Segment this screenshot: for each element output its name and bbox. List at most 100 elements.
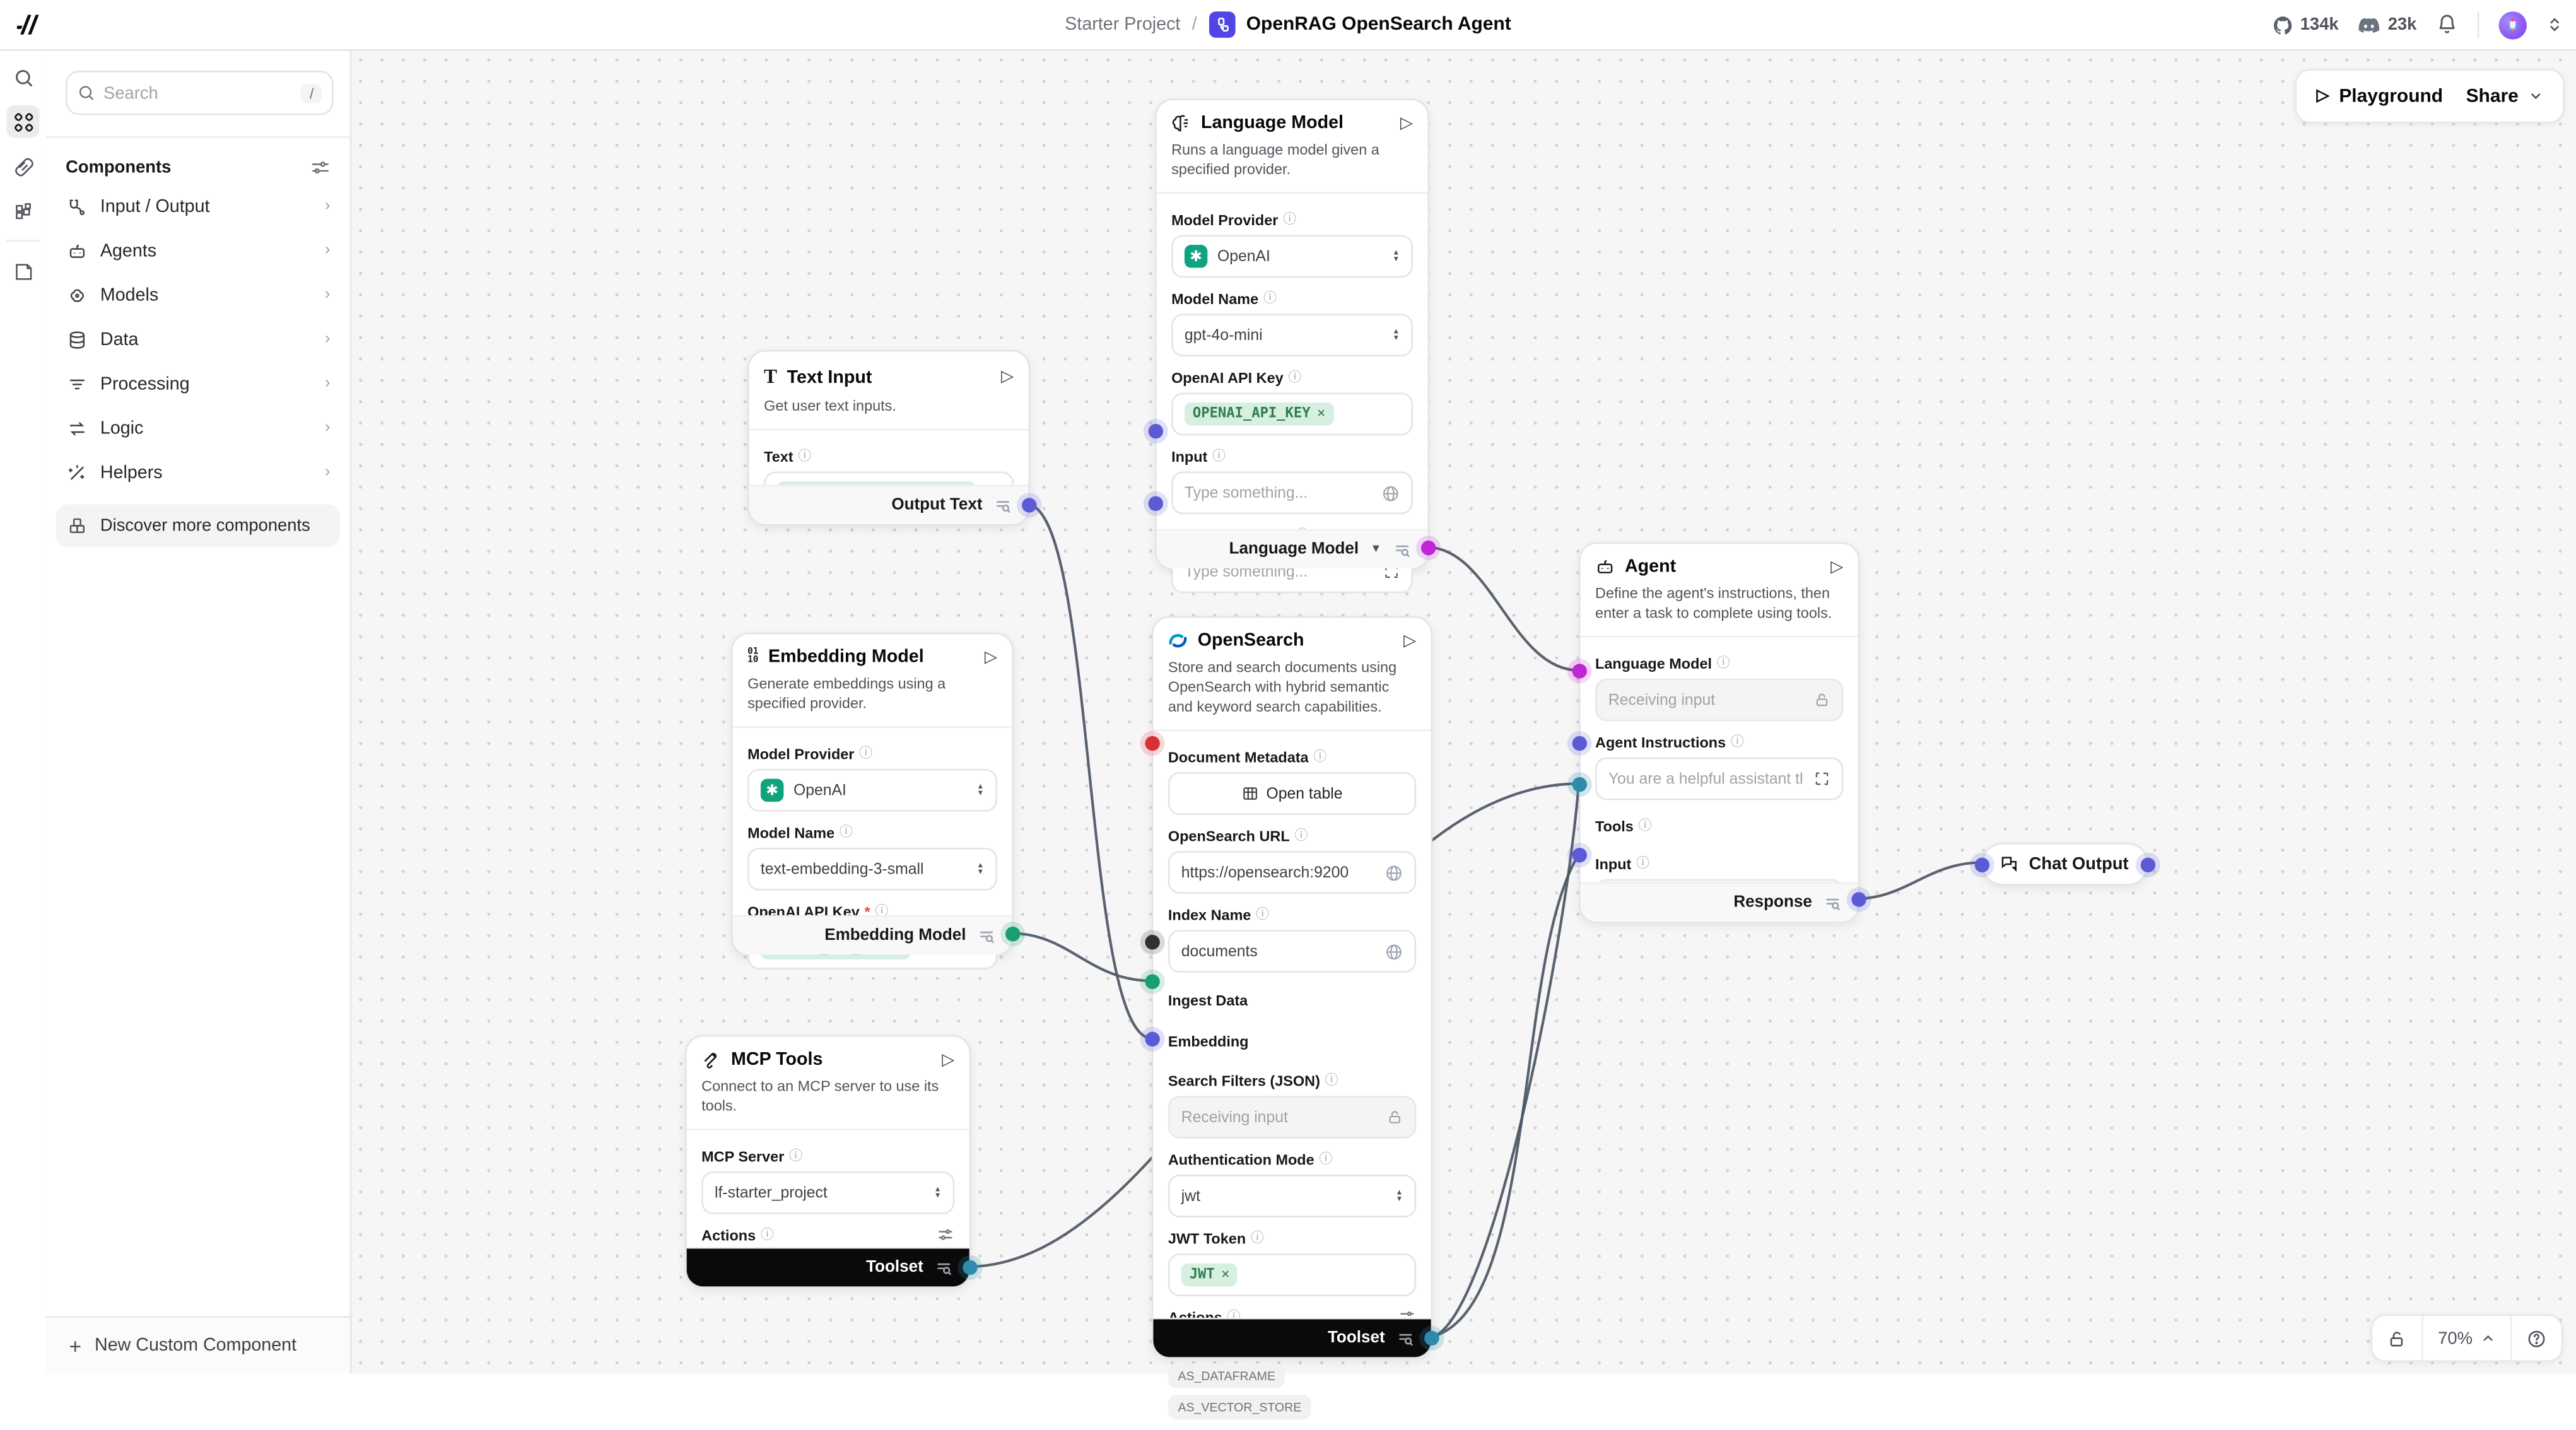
- node-language-model[interactable]: Language Model ▷ Runs a language model g…: [1148, 98, 1436, 594]
- remove-tag-icon[interactable]: ×: [1316, 406, 1326, 423]
- agent-instructions-field[interactable]: You are a helpful assistant that can: [1595, 758, 1844, 801]
- inspect-output-icon[interactable]: [935, 1259, 953, 1275]
- inspect-output-icon[interactable]: [1824, 894, 1842, 911]
- field-label: OpenSearch URL: [1168, 828, 1290, 845]
- model-provider-select[interactable]: ✱OpenAI ▲▼: [747, 769, 997, 812]
- sidebar-item-agents[interactable]: Agents ›: [56, 228, 341, 273]
- open-table-button[interactable]: Open table: [1168, 773, 1417, 816]
- input-message-field[interactable]: Type something...: [1171, 472, 1413, 515]
- api-key-input[interactable]: OPENAI_API_KEY×: [1171, 393, 1413, 436]
- flow-canvas[interactable]: [349, 49, 2576, 1374]
- discover-more-components[interactable]: Discover more components: [56, 504, 341, 548]
- remove-tag-icon[interactable]: ×: [1221, 1267, 1230, 1284]
- sidebar-item-logic[interactable]: Logic ›: [56, 406, 341, 450]
- globe-icon[interactable]: [1385, 943, 1403, 961]
- port-input[interactable]: [1572, 847, 1588, 863]
- index-name-input[interactable]: documents: [1168, 930, 1417, 974]
- rail-mcp-icon[interactable]: [6, 194, 39, 226]
- inspect-output-icon[interactable]: [1396, 1330, 1415, 1346]
- mcp-server-select[interactable]: lf-starter_project ▲▼: [701, 1171, 955, 1215]
- rail-search-icon[interactable]: [6, 61, 39, 93]
- expand-icon[interactable]: [1813, 771, 1830, 787]
- github-stars[interactable]: 134k: [2272, 14, 2339, 35]
- sidebar-item-helpers[interactable]: Helpers ›: [56, 450, 341, 495]
- node-opensearch[interactable]: OpenSearch ▷ Store and search documents …: [1145, 616, 1439, 1421]
- port-embedding[interactable]: [1145, 974, 1160, 989]
- globe-icon[interactable]: [1385, 864, 1403, 882]
- port-language-model-output[interactable]: [1420, 540, 1436, 556]
- flow-title[interactable]: OpenRAG OpenSearch Agent: [1246, 15, 1511, 35]
- globe-icon[interactable]: [1381, 484, 1400, 503]
- field-label: Model Name: [747, 824, 835, 841]
- action-pill[interactable]: AS_DATAFRAME: [1168, 1364, 1285, 1389]
- run-node-icon[interactable]: ▷: [1000, 368, 1014, 387]
- user-avatar[interactable]: [2498, 10, 2527, 39]
- run-node-icon[interactable]: ▷: [1403, 631, 1417, 650]
- playground-button[interactable]: ▷ Playground: [2316, 86, 2444, 106]
- run-node-icon[interactable]: ▷: [984, 648, 997, 667]
- model-name-select[interactable]: text-embedding-3-small ▲▼: [747, 848, 997, 891]
- discord-count[interactable]: 23k: [2358, 15, 2416, 35]
- action-pill[interactable]: AS_VECTOR_STORE: [1168, 1395, 1311, 1421]
- jwt-token-input[interactable]: JWT×: [1168, 1254, 1417, 1298]
- port-toolset[interactable]: [963, 1260, 978, 1275]
- breadcrumb: Starter Project / OpenRAG OpenSearch Age…: [0, 0, 2576, 49]
- port-embedding-output[interactable]: [1005, 926, 1021, 942]
- port-input[interactable]: [1148, 423, 1164, 439]
- port-response[interactable]: [1851, 892, 1866, 907]
- sidebar-item-processing[interactable]: Processing ›: [56, 361, 341, 406]
- share-button[interactable]: Share: [2466, 86, 2543, 106]
- model-name-select[interactable]: gpt-4o-mini ▲▼: [1171, 314, 1413, 357]
- rail-components-icon[interactable]: [6, 105, 40, 138]
- global-variable-tag[interactable]: OPENAI_API_KEY×: [1184, 402, 1334, 426]
- chevrons-up-down-icon[interactable]: [2546, 15, 2563, 34]
- info-icon: ⓘ: [1638, 818, 1652, 834]
- zoom-level-button[interactable]: 70%: [2423, 1316, 2510, 1360]
- port-search-filters[interactable]: [1145, 1031, 1160, 1047]
- inspect-output-icon[interactable]: [1393, 541, 1412, 558]
- opensearch-url-input[interactable]: https://opensearch:9200: [1168, 852, 1417, 894]
- port-chat-input[interactable]: [1974, 857, 1990, 873]
- port-system-message[interactable]: [1148, 496, 1164, 512]
- node-chat-output[interactable]: Chat Output: [1974, 843, 2156, 886]
- sidebar-item-input-output[interactable]: Input / Output ›: [56, 184, 341, 228]
- field-label: Model Provider: [747, 745, 855, 762]
- info-icon: ⓘ: [1256, 907, 1270, 923]
- sidebar-item-data[interactable]: Data ›: [56, 317, 341, 361]
- port-language-model[interactable]: [1572, 664, 1588, 679]
- auth-mode-select[interactable]: jwt ▲▼: [1168, 1175, 1417, 1219]
- model-provider-select[interactable]: ✱OpenAI ▲▼: [1171, 235, 1413, 278]
- port-output-text[interactable]: [1022, 498, 1037, 513]
- port-tools[interactable]: [1572, 777, 1588, 792]
- run-node-icon[interactable]: ▷: [942, 1050, 955, 1069]
- help-button[interactable]: [2512, 1316, 2561, 1360]
- run-node-icon[interactable]: ▷: [1400, 114, 1413, 132]
- port-ingest-data[interactable]: [1145, 935, 1160, 950]
- type-icon: T: [764, 365, 778, 388]
- node-agent[interactable]: Agent ▷ Define the agent's instructions,…: [1572, 542, 1866, 923]
- actions-sliders-icon[interactable]: [937, 1226, 955, 1245]
- sidebar-item-models[interactable]: Models ›: [56, 273, 341, 317]
- breadcrumb-project[interactable]: Starter Project: [1065, 15, 1181, 35]
- node-text-input[interactable]: T Text Input ▷ Get user text inputs. Tex…: [747, 349, 1037, 526]
- rail-notes-icon[interactable]: [6, 255, 39, 288]
- new-custom-component-button[interactable]: + New Custom Component: [45, 1316, 350, 1374]
- inspect-output-icon[interactable]: [994, 497, 1012, 513]
- global-variable-tag[interactable]: JWT×: [1181, 1264, 1238, 1287]
- node-mcp-tools[interactable]: MCP Tools ▷ Connect to an MCP server to …: [685, 1034, 978, 1288]
- notifications-bell-icon[interactable]: [2437, 13, 2458, 36]
- output-chevron-icon[interactable]: ▼: [1370, 544, 1382, 556]
- lock-toggle-button[interactable]: [2372, 1316, 2421, 1360]
- port-chat-output[interactable]: [2140, 857, 2156, 873]
- rail-bundles-icon[interactable]: [6, 149, 39, 182]
- filter-sliders-icon[interactable]: [310, 158, 330, 177]
- port-agent-instructions[interactable]: [1572, 736, 1588, 751]
- chevron-right-icon: ›: [324, 286, 331, 304]
- port-toolset[interactable]: [1424, 1330, 1439, 1346]
- run-node-icon[interactable]: ▷: [1830, 558, 1844, 576]
- port-document-metadata[interactable]: [1145, 736, 1160, 751]
- inspect-output-icon[interactable]: [978, 927, 996, 944]
- component-search-input[interactable]: Search /: [66, 70, 334, 115]
